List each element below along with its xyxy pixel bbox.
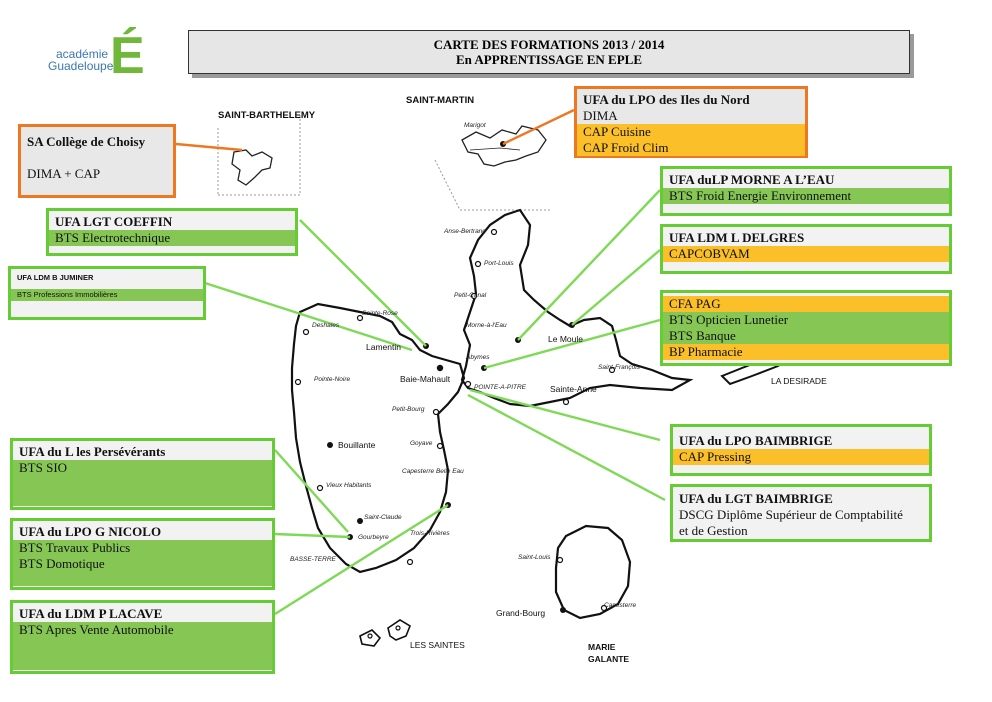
box-delgres-title: UFA LDM L DELGRES	[669, 230, 805, 245]
connector-lines	[204, 189, 666, 616]
place-petit-bourg: Petit-Bourg	[392, 406, 425, 413]
orange-connectors	[175, 108, 575, 152]
box-iles-nord-title: UFA du LPO des Iles du Nord	[583, 92, 750, 107]
place-capesterre: Capesterre Belle Eau	[402, 468, 464, 475]
place-deshaies: Deshaies	[312, 322, 340, 329]
box-juminer-row-1: BTS Professions Immobilières	[11, 289, 203, 301]
box-lpo-baimbrige-row-1: CAP Pressing	[673, 449, 929, 465]
place-saint-claude: Saint-Claude	[364, 514, 402, 521]
box-lacave-title: UFA du LDM P LACAVE	[19, 606, 163, 621]
box-morne-a-leau[interactable]: UFA duLP MORNE A L’EAU BTS Froid Energie…	[660, 166, 952, 216]
place-pointe-noire: Pointe-Noire	[314, 376, 351, 383]
box-lacave[interactable]: UFA du LDM P LACAVE BTS Apres Vente Auto…	[10, 600, 275, 674]
box-iles-nord[interactable]: UFA du LPO des Iles du Nord DIMA CAP Cui…	[574, 86, 808, 158]
box-coeffin[interactable]: UFA LGT COEFFIN BTS Electrotechnique	[46, 208, 298, 256]
place-port-louis: Port-Louis	[484, 260, 514, 267]
box-delgres-row-1: CAPCOBVAM	[663, 246, 949, 262]
place-grand-bourg: Grand-Bourg	[496, 608, 546, 618]
place-saint-louis: Saint-Louis	[518, 554, 551, 561]
label-les-saintes: LES SAINTES	[410, 640, 465, 650]
place-anse-bertrand: Anse-Bertrand	[444, 228, 486, 235]
box-pag-row-1: CFA PAG	[663, 296, 949, 312]
title-line2: En APPRENTISSAGE EN EPLE	[455, 52, 643, 67]
box-choisy[interactable]: SA Collège de Choisy DIMA + CAP	[18, 124, 176, 198]
box-lgt-baimbrige-title: UFA du LGT BAIMBRIGE	[679, 491, 833, 506]
place-goyave: Goyave	[410, 440, 433, 447]
box-pag-row-2: BTS Opticien Lunetier	[663, 312, 949, 328]
label-la-desirade: LA DESIRADE	[771, 376, 827, 386]
box-delgres[interactable]: UFA LDM L DELGRES CAPCOBVAM	[660, 224, 952, 274]
grande-terre-island	[460, 208, 694, 408]
box-choisy-line: DIMA + CAP	[27, 166, 101, 181]
box-lacave-row-1: BTS Apres Vente Automobile	[13, 622, 272, 670]
place-trois-rivieres: Trois-Rivières	[410, 530, 450, 537]
place-marigot: Marigot	[464, 122, 486, 129]
city-dots	[327, 141, 575, 613]
logo-line2: Guadeloupe	[48, 59, 114, 73]
basse-terre-island	[290, 302, 466, 574]
box-iles-nord-row-2: CAP Froid Clim	[577, 140, 805, 156]
label-saint-barthelemy: SAINT-BARTHELEMY	[218, 110, 316, 121]
place-lamentin: Lamentin	[366, 342, 401, 352]
place-capesterre-mg: Capesterre	[604, 602, 637, 609]
place-abymes: Abymes	[466, 354, 490, 361]
box-nicolo-title: UFA du LPO G NICOLO	[19, 524, 162, 539]
saint-barthelemy-island	[217, 115, 301, 196]
box-perseverants-row-1: BTS SIO	[13, 460, 272, 506]
box-lpo-baimbrige-title: UFA du LPO BAIMBRIGE	[679, 433, 833, 448]
les-saintes-islands	[359, 619, 411, 647]
box-pag[interactable]: CFA PAG BTS Opticien Lunetier BTS Banque…	[660, 290, 952, 366]
box-coeffin-title: UFA LGT COEFFIN	[55, 214, 173, 229]
page-title: CARTE DES FORMATIONS 2013 / 2014 En APPR…	[188, 30, 910, 74]
academie-logo: académie Guadeloupe É	[48, 30, 158, 92]
box-iles-nord-dima: DIMA	[583, 108, 618, 123]
place-pointe-a-pitre: POINTE-A-PITRE	[474, 384, 527, 391]
box-juminer-title: UFA LDM B JUMINER	[17, 273, 94, 282]
box-lpo-baimbrige[interactable]: UFA du LPO BAIMBRIGE CAP Pressing	[670, 424, 932, 476]
saint-martin-island	[434, 125, 550, 211]
box-nicolo[interactable]: UFA du LPO G NICOLO BTS Travaux Publics …	[10, 518, 275, 590]
label-saint-martin: SAINT-MARTIN	[406, 95, 475, 106]
box-lgt-baimbrige[interactable]: UFA du LGT BAIMBRIGE DSCG Diplôme Supéri…	[670, 484, 932, 542]
place-saint-francois: Saint-François	[598, 364, 640, 371]
box-pag-row-3: BTS Banque	[663, 328, 949, 344]
place-gourbeyre: Gourbeyre	[358, 534, 389, 541]
label-marie: MARIE	[588, 642, 616, 652]
place-sainte-anne: Sainte-Anne	[550, 384, 597, 394]
logo-e-icon: É	[110, 27, 145, 85]
place-morne-a-leau: Morne-à-l'Eau	[466, 322, 507, 329]
town-circles	[294, 228, 616, 639]
box-juminer[interactable]: UFA LDM B JUMINER BTS Professions Immobi…	[8, 266, 206, 320]
box-nicolo-row-2: BTS Domotique	[13, 556, 272, 586]
place-vieux-habitants: Vieux Habitants	[326, 482, 372, 489]
box-perseverants-title: UFA du L les Persévérants	[19, 444, 166, 459]
box-lgt-baimbrige-row-2: et de Gestion	[679, 523, 748, 538]
place-petit-canal: Petit-Canal	[454, 292, 487, 299]
box-choisy-title: SA Collège de Choisy	[27, 134, 146, 149]
place-bouillante: Bouillante	[338, 440, 376, 450]
box-coeffin-row-1: BTS Electrotechnique	[49, 230, 295, 246]
place-basse-terre: BASSE-TERRE	[290, 556, 336, 563]
logo-line1: académie	[56, 47, 109, 61]
box-lgt-baimbrige-row-1: DSCG Diplôme Supérieur de Comptabilité	[679, 507, 903, 522]
box-morne-title: UFA duLP MORNE A L’EAU	[669, 172, 835, 187]
marie-galante-island	[554, 524, 632, 620]
place-le-moule: Le Moule	[548, 334, 583, 344]
box-morne-row-1: BTS Froid Energie Environnement	[663, 188, 949, 204]
label-galante: GALANTE	[588, 654, 630, 664]
box-nicolo-row-1: BTS Travaux Publics	[13, 540, 272, 556]
box-iles-nord-row-1: CAP Cuisine	[577, 124, 805, 140]
place-baie-mahault: Baie-Mahault	[400, 374, 451, 384]
box-pag-row-4: BP Pharmacie	[663, 344, 949, 360]
box-perseverants[interactable]: UFA du L les Persévérants BTS SIO	[10, 438, 275, 510]
place-sainte-rose: Sainte-Rose	[362, 310, 398, 317]
title-line1: CARTE DES FORMATIONS 2013 / 2014	[433, 37, 665, 52]
